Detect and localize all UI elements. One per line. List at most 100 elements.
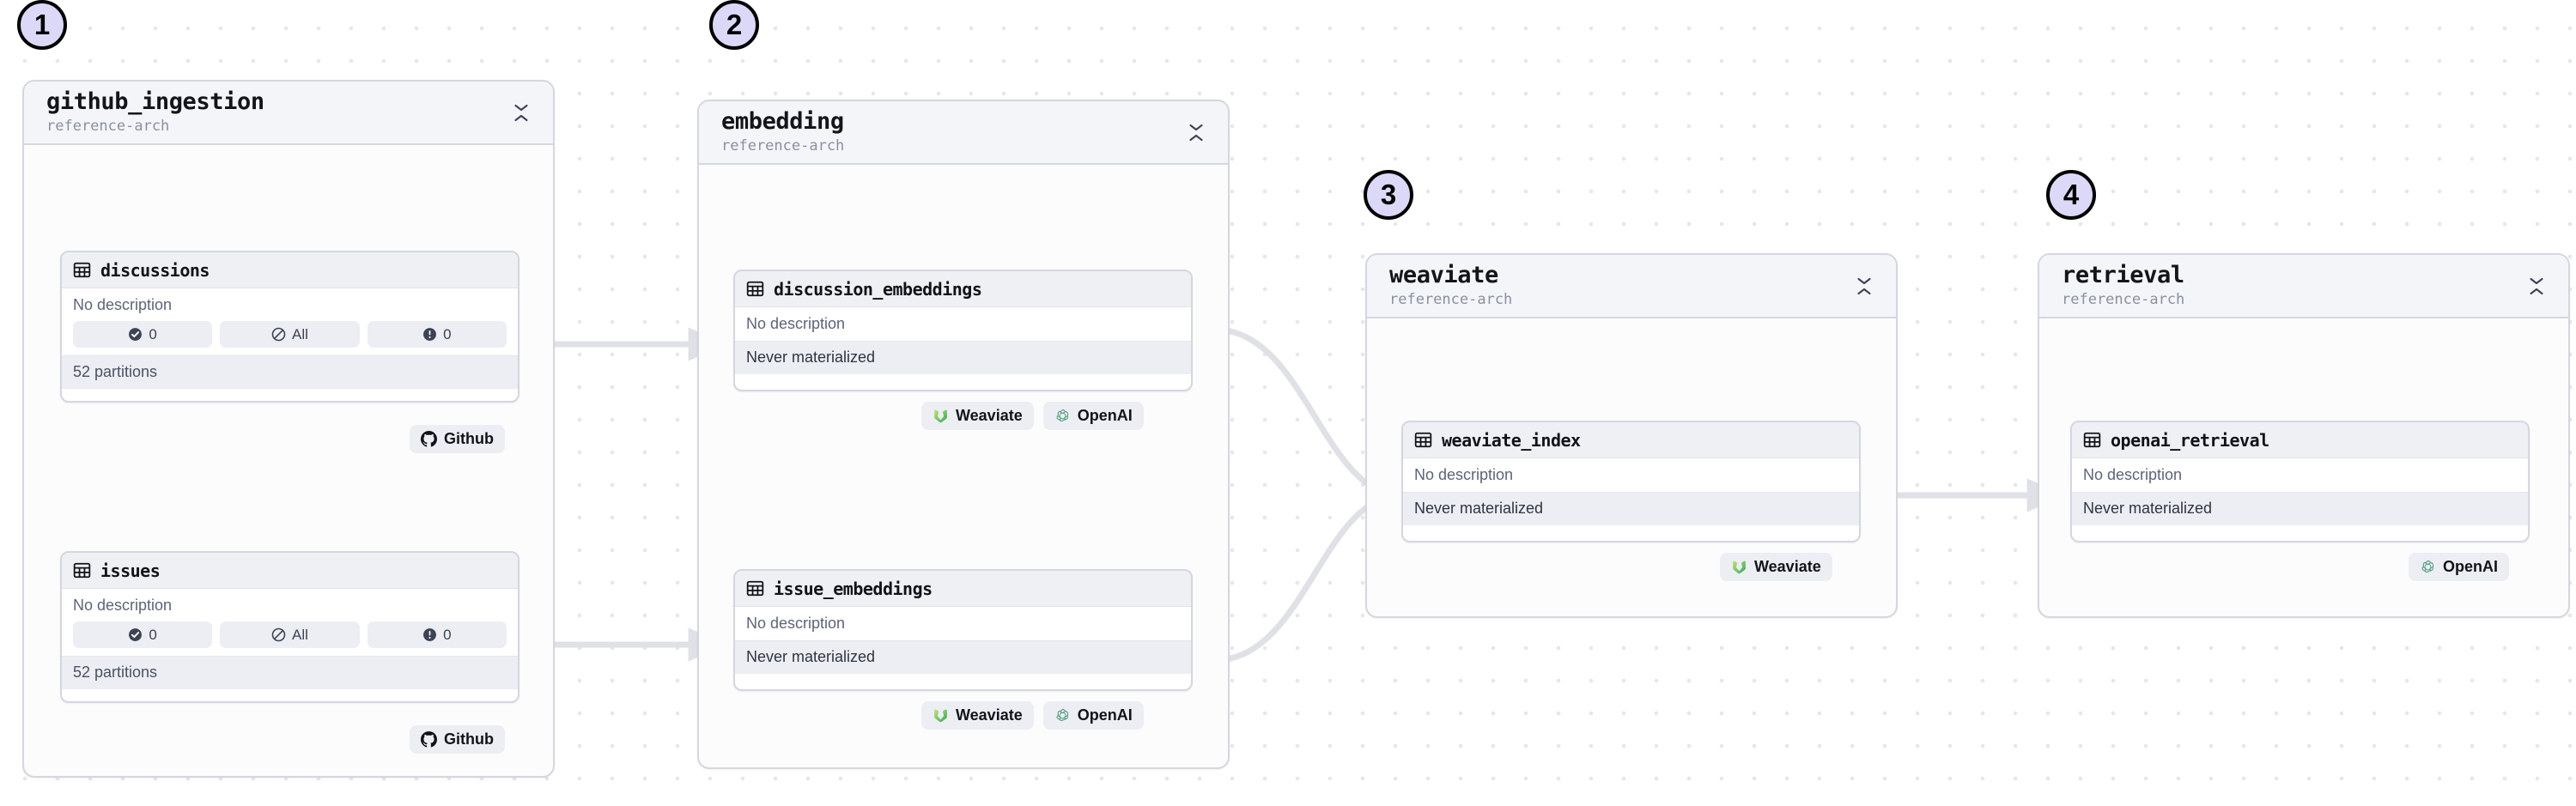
- chevron-collapse-icon[interactable]: [512, 98, 531, 127]
- integration-tag-weaviate[interactable]: Weaviate: [1720, 553, 1832, 581]
- openai-icon: [1056, 409, 1068, 421]
- asset-card-weaviate-index[interactable]: weaviate_index No description Never mate…: [1401, 421, 1861, 542]
- group-header-text: weaviate reference-arch: [1389, 263, 1512, 308]
- slash-circle-icon: [271, 327, 286, 342]
- tag-row-discussions: Github: [410, 425, 505, 453]
- integration-tag-openai[interactable]: OpenAI: [1042, 402, 1144, 430]
- asset-header[interactable]: issues: [62, 553, 518, 589]
- group-subtitle: reference-arch: [46, 117, 170, 135]
- weaviate-icon: [934, 709, 947, 723]
- integration-tag-label: OpenAI: [2443, 558, 2499, 575]
- table-icon: [2083, 432, 2101, 448]
- asset-materialization-status: Never materialized: [735, 640, 1191, 674]
- status-chip-missing[interactable]: All: [220, 321, 360, 348]
- alert-circle-icon: [423, 328, 437, 341]
- group-title: retrieval: [2062, 262, 2184, 289]
- openai-icon: [1056, 708, 1068, 721]
- asset-card-discussions[interactable]: discussions No description 0 All: [60, 251, 519, 403]
- asset-card-issues[interactable]: issues No description 0 All: [60, 551, 519, 703]
- tag-row-weaviate-index: Weaviate: [1720, 553, 1832, 581]
- integration-tag-label: OpenAI: [1077, 706, 1133, 724]
- weaviate-icon: [1733, 561, 1746, 574]
- asset-card-discussion-embeddings[interactable]: discussion_embeddings No description Nev…: [733, 270, 1193, 391]
- group-header[interactable]: weaviate reference-arch: [1367, 255, 1896, 318]
- tag-row-openai-retrieval: OpenAI: [2409, 553, 2510, 581]
- asset-description: No description: [735, 607, 1191, 640]
- integration-tag-weaviate[interactable]: Weaviate: [921, 402, 1034, 430]
- asset-name: discussions: [100, 259, 210, 281]
- asset-description: No description: [2072, 458, 2528, 492]
- status-chip-value: 0: [443, 325, 452, 342]
- integration-tag-github[interactable]: Github: [410, 425, 505, 453]
- asset-description: No description: [735, 307, 1191, 341]
- chevron-collapse-icon[interactable]: [1187, 118, 1206, 147]
- chevron-collapse-icon[interactable]: [2527, 271, 2546, 300]
- asset-materialization-status: Never materialized: [2072, 492, 2528, 525]
- status-chip-value: 0: [149, 325, 157, 342]
- check-circle-icon: [129, 328, 143, 341]
- group-title: github_ingestion: [46, 88, 264, 116]
- group-header-text: github_ingestion reference-arch: [46, 89, 264, 135]
- group-header-text: retrieval reference-arch: [2062, 263, 2184, 308]
- asset-status-row: 0 All 0: [62, 314, 518, 355]
- group-title: weaviate: [1389, 262, 1498, 289]
- tag-row-issue-embeddings: Weaviate OpenAI: [921, 701, 1144, 730]
- integration-tag-github[interactable]: Github: [410, 725, 505, 754]
- integration-tag-label: OpenAI: [1077, 407, 1133, 424]
- asset-partitions: 52 partitions: [62, 656, 518, 689]
- status-chip-value: All: [292, 325, 308, 342]
- status-chip-missing[interactable]: All: [220, 621, 360, 648]
- asset-name: issues: [100, 560, 161, 581]
- group-header[interactable]: github_ingestion reference-arch: [24, 82, 553, 145]
- table-icon: [746, 281, 764, 297]
- asset-materialization-status: Never materialized: [1403, 492, 1859, 525]
- table-icon: [1414, 432, 1432, 448]
- asset-header[interactable]: issue_embeddings: [735, 571, 1191, 607]
- tag-row-issues: Github: [410, 725, 505, 754]
- asset-header[interactable]: weaviate_index: [1403, 422, 1859, 458]
- chevron-collapse-icon[interactable]: [1855, 271, 1874, 300]
- integration-tag-weaviate[interactable]: Weaviate: [921, 701, 1034, 730]
- asset-description: No description: [1403, 458, 1859, 492]
- step-badge-2: 2: [709, 0, 759, 50]
- step-badge-3: 3: [1364, 170, 1413, 220]
- asset-header[interactable]: openai_retrieval: [2072, 422, 2528, 458]
- group-title: embedding: [721, 108, 844, 136]
- integration-tag-label: Weaviate: [956, 407, 1023, 424]
- integration-tag-openai[interactable]: OpenAI: [2409, 553, 2510, 581]
- asset-description: No description: [62, 589, 518, 615]
- asset-card-openai-retrieval[interactable]: openai_retrieval No description Never ma…: [2070, 421, 2530, 542]
- group-header-text: embedding reference-arch: [721, 109, 844, 155]
- asset-name: weaviate_index: [1442, 429, 1581, 451]
- group-header[interactable]: embedding reference-arch: [699, 101, 1228, 165]
- asset-card-issue-embeddings[interactable]: issue_embeddings No description Never ma…: [733, 569, 1193, 691]
- asset-name: discussion_embeddings: [774, 278, 982, 300]
- status-chip-materialized[interactable]: 0: [73, 621, 213, 648]
- group-subtitle: reference-arch: [1389, 290, 1513, 308]
- slash-circle-icon: [271, 627, 286, 642]
- tag-row-discussion-embeddings: Weaviate OpenAI: [921, 402, 1144, 430]
- table-icon: [746, 580, 764, 597]
- status-chip-value: All: [292, 626, 308, 643]
- integration-tag-label: Weaviate: [1754, 558, 1821, 575]
- table-icon: [73, 262, 91, 278]
- asset-header[interactable]: discussion_embeddings: [735, 271, 1191, 307]
- github-icon: [421, 431, 437, 447]
- asset-materialization-status: Never materialized: [735, 341, 1191, 374]
- alert-circle-icon: [423, 628, 437, 641]
- group-subtitle: reference-arch: [2062, 290, 2185, 308]
- asset-name: openai_retrieval: [2111, 429, 2269, 451]
- status-chip-materialized[interactable]: 0: [73, 321, 213, 348]
- status-chip-value: 0: [149, 626, 157, 643]
- group-header[interactable]: retrieval reference-arch: [2039, 255, 2568, 318]
- github-icon: [421, 731, 437, 748]
- group-subtitle: reference-arch: [721, 136, 845, 155]
- asset-status-row: 0 All 0: [62, 615, 518, 656]
- asset-header[interactable]: discussions: [62, 252, 518, 288]
- check-circle-icon: [129, 628, 143, 641]
- integration-tag-openai[interactable]: OpenAI: [1042, 701, 1144, 730]
- status-chip-failed[interactable]: 0: [367, 321, 507, 348]
- integration-tag-label: Weaviate: [956, 706, 1023, 724]
- status-chip-failed[interactable]: 0: [367, 621, 507, 648]
